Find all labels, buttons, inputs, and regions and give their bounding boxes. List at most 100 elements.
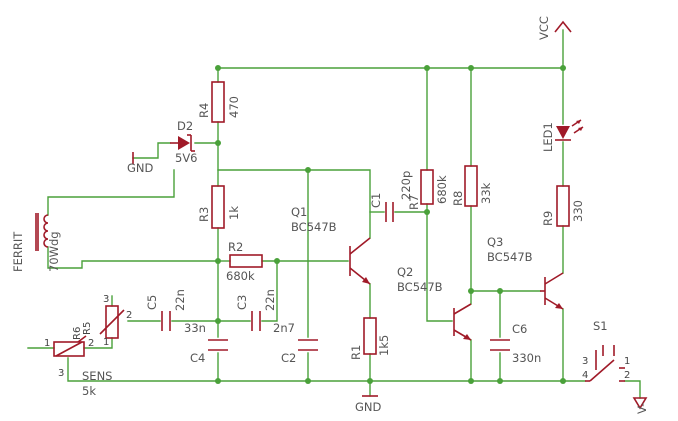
r2-name: R2 [228,240,243,254]
c4-value: 33n [184,321,206,335]
gnd-left-label: GND [127,161,154,175]
junction-dot [305,378,311,384]
r8-value: 33k [479,182,493,204]
r9-value: 330 [571,200,585,222]
resistor-r9: R9 330 [541,185,585,227]
vminus-symbol: V- [632,397,649,414]
resistor-r2: R2 680k [226,240,263,283]
resistor-r3: R3 1k [197,185,241,229]
r4-name: R4 [197,103,211,118]
s1-pin-3: 3 [582,356,588,367]
s1-pin-2: 2 [624,370,630,381]
junction-dot [424,209,430,215]
c1-value: 220p [399,171,413,200]
junction-dot [424,65,430,71]
r5-pin-2: 2 [126,310,132,321]
c2-name: C2 [281,351,296,365]
junction-dot [274,258,280,264]
q3-name: Q3 [487,235,503,249]
wire-ferrit-bottom [47,246,219,269]
vcc-symbol: VCC [537,16,572,40]
c3-name: C3 [235,295,249,310]
q2-name: Q2 [397,265,413,279]
transistor-q1: Q1 BC547B [291,205,371,285]
resistor-r8: R8 33k [451,165,493,207]
s1-pin-1: 1 [624,356,630,367]
q2-value: BC547B [397,280,443,294]
gnd-left: GND [127,152,154,175]
wire-vminus [624,380,641,399]
wire-r5-down [83,337,113,349]
ferrit-coil: FERRIT 70Wdg [11,213,61,272]
junction-dot [468,288,474,294]
r1-name: R1 [349,345,363,360]
gnd-bottom-label: GND [355,400,382,414]
capacitor-c2: C2 [281,339,318,365]
r7-value: 680k [435,175,449,204]
r5-label: R5 [82,322,93,335]
junction-dot [497,378,503,384]
junctions [215,65,566,384]
junction-dot [468,65,474,71]
junction-dot [367,378,373,384]
c4-name: C4 [190,351,205,365]
capacitor-c3: C3 22n 2n7 [235,289,295,335]
switch-s1: S1 3 4 1 2 [582,319,630,382]
junction-dot [215,378,221,384]
capacitor-c5: C5 22n [145,289,187,331]
wires [27,29,641,399]
junction-dot [560,65,566,71]
r4-value: 470 [227,96,241,118]
wire-r6-bottom [67,357,219,382]
led-name: LED1 [541,122,555,152]
r3-name: R3 [197,207,211,222]
c6-value: 330n [512,351,541,365]
r5-pin-3: 3 [103,294,109,305]
r9-name: R9 [541,211,555,226]
junction-dot [215,140,221,146]
c3-value: 22n [263,289,277,311]
wire-c3-right [261,260,278,322]
junction-dot [560,378,566,384]
wire-d2-gnd [132,142,171,159]
d2-name: D2 [177,119,193,133]
c2-value: 2n7 [273,321,295,335]
sens-value: 5k [82,384,96,398]
junction-dot [497,288,503,294]
junction-dot [305,167,311,173]
capacitor-c4: C4 33n [184,321,228,365]
junction-dot [215,258,221,264]
r1-value: 1k5 [377,335,391,356]
q3-value: BC547B [487,250,533,264]
r5-pin-1: 1 [103,337,109,348]
c6-name: C6 [512,322,527,336]
vminus-label: V- [635,403,649,414]
wire-q2-base [426,211,453,322]
junction-dot [215,318,221,324]
q1-name: Q1 [291,205,307,219]
zener-diode-d2: D2 5V6 [170,119,198,165]
d2-value: 5V6 [175,151,198,165]
vcc-label: VCC [537,16,551,40]
r8-name: R8 [451,191,465,206]
transistor-q3: Q3 BC547B [487,235,564,310]
r6-label: R6 [72,327,83,340]
junction-dot [468,378,474,384]
r6-pin-3: 3 [58,368,64,379]
wire-feed-top [217,169,371,239]
c5-name: C5 [145,295,159,310]
resistor-r1: R1 1k5 [349,317,391,360]
capacitor-c6: C6 330n [490,322,541,365]
r3-value: 1k [227,206,241,220]
ferrit-name: FERRIT [11,231,25,272]
transistor-q2: Q2 BC547B [397,265,472,341]
r2-value: 680k [226,269,255,283]
ferrit-value: 70Wdg [47,231,61,272]
s1-pin-4: 4 [582,370,588,381]
wire-feed-left [47,169,175,216]
sensor-r6: R6 1 2 3 SENS 5k [44,327,112,398]
junction-dot [215,65,221,71]
capacitor-c1: C1 220p [369,171,413,222]
resistor-r4: R4 470 [197,81,241,123]
